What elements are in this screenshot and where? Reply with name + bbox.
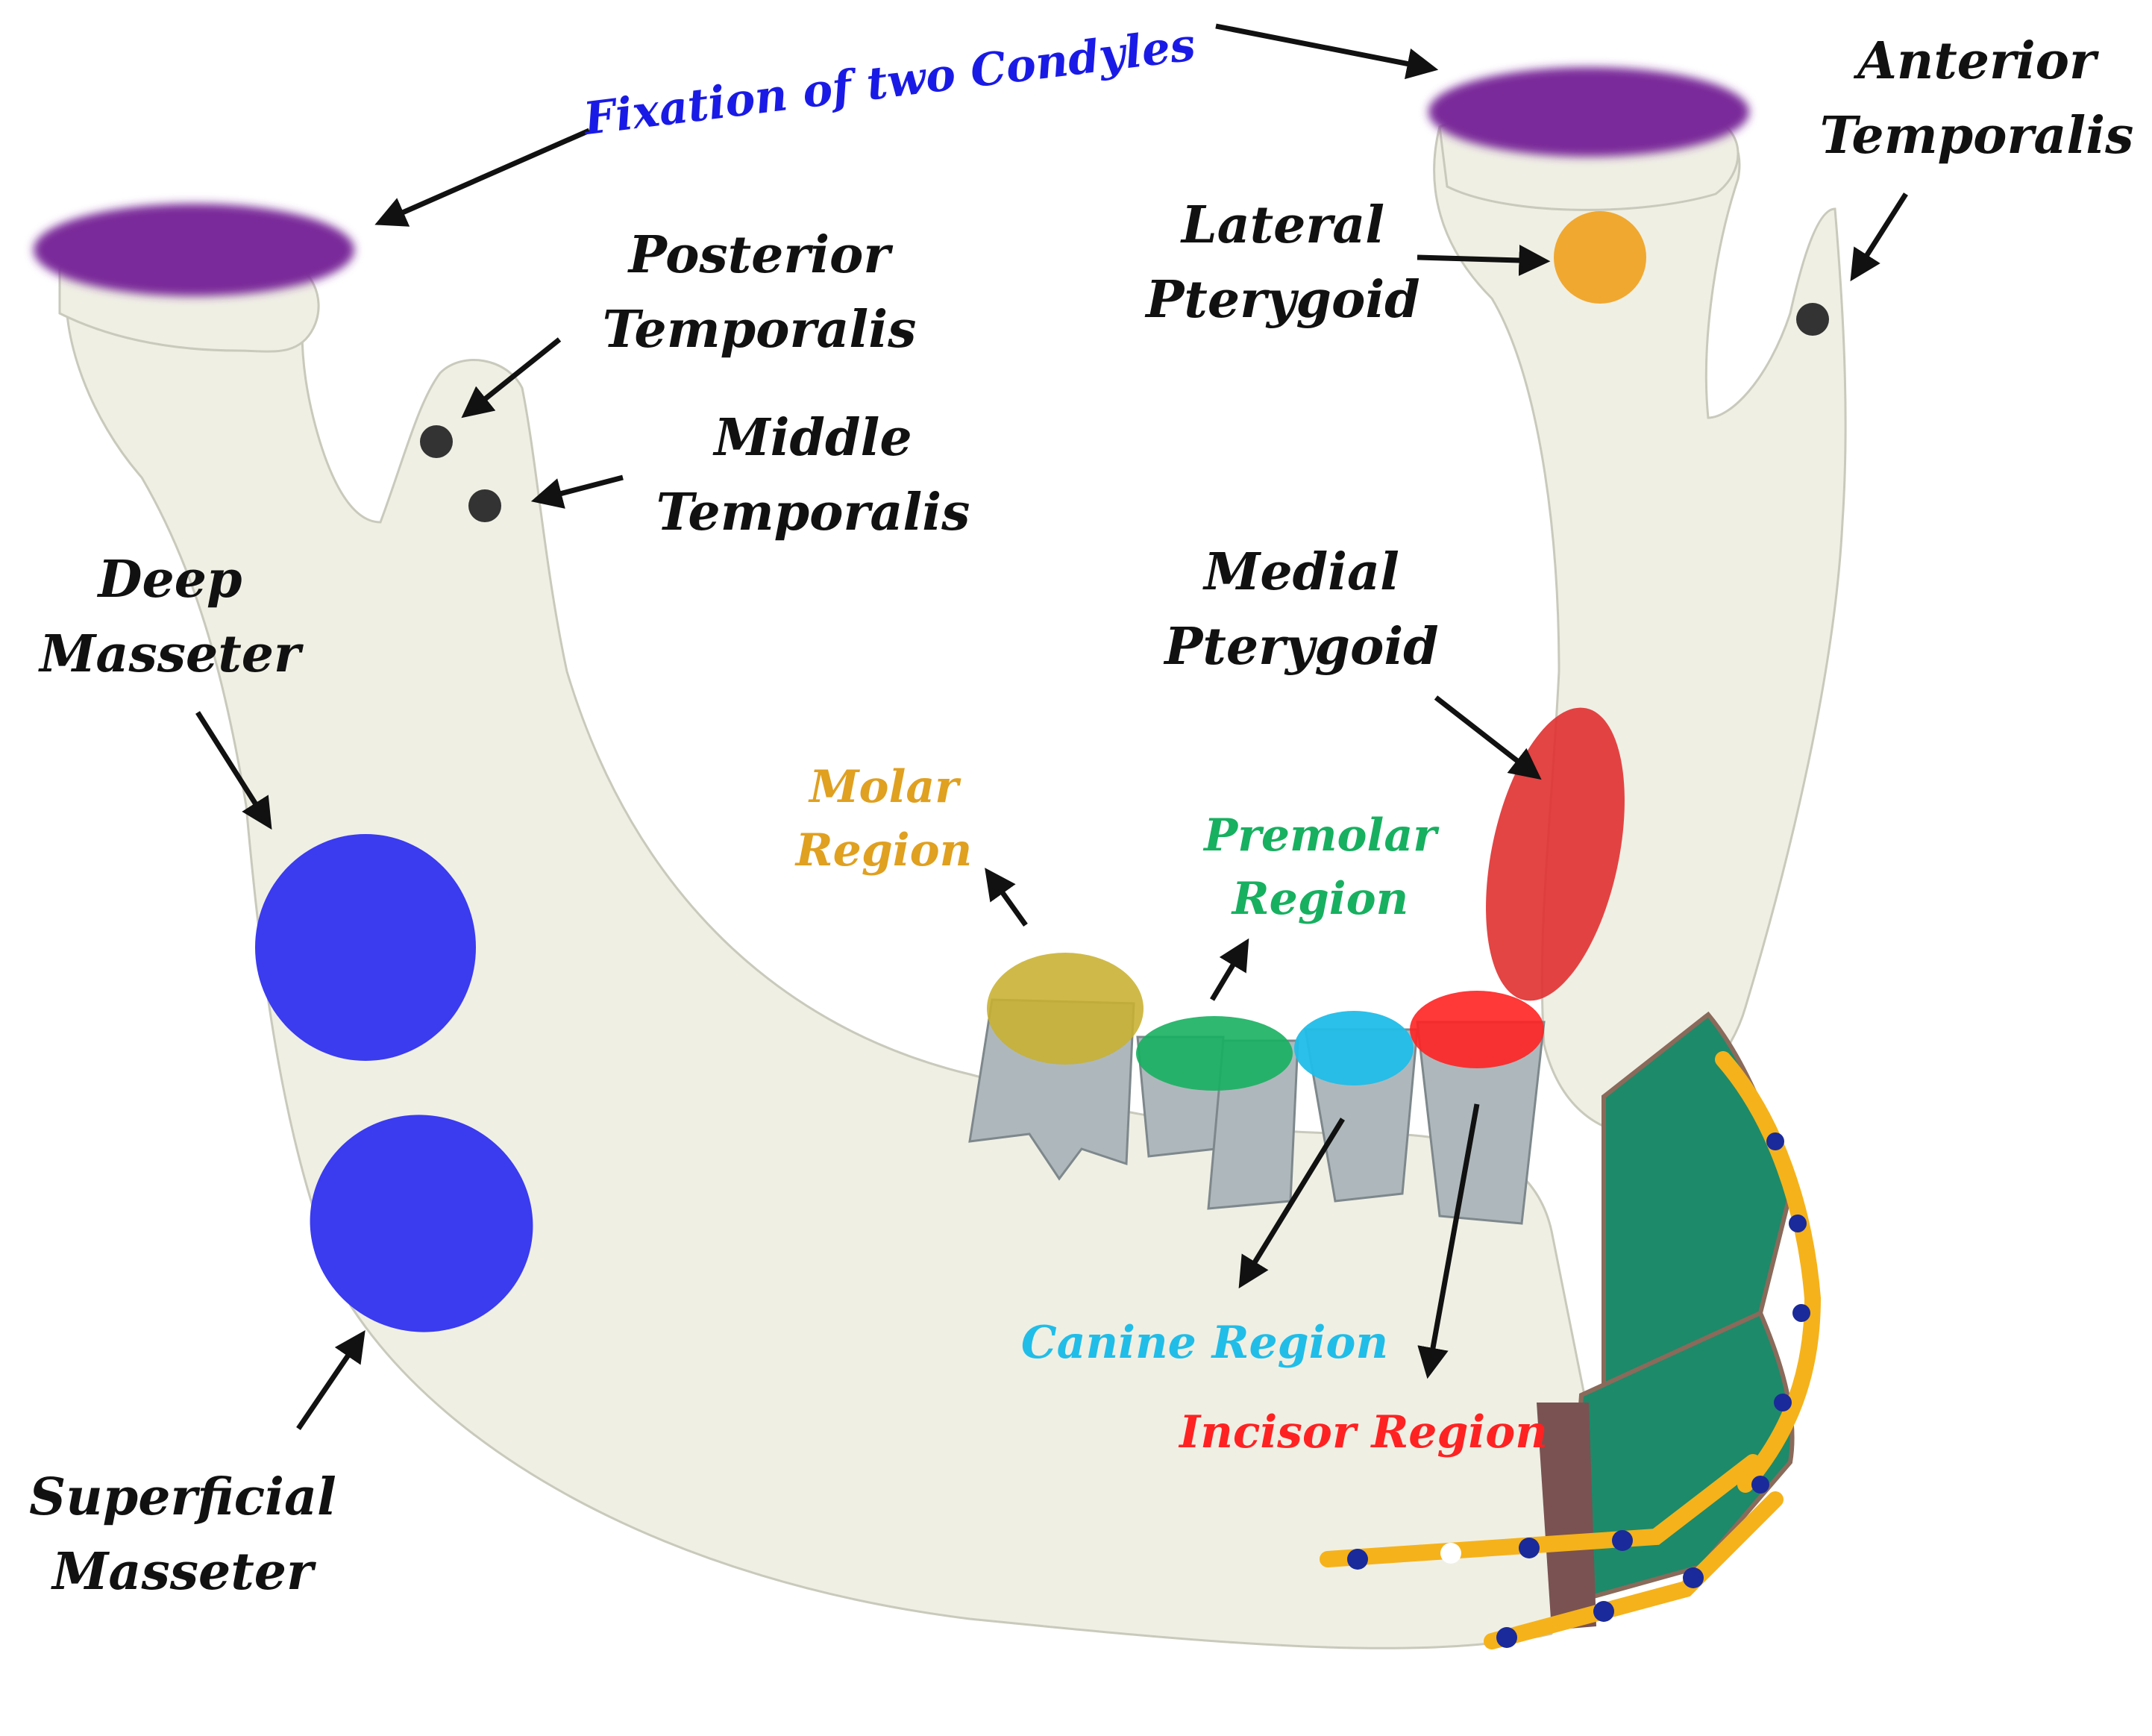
- right-ramus: [1433, 118, 1847, 1135]
- plate-horizontal-upper: [1320, 1454, 1761, 1567]
- canine-region-marker: [1294, 1011, 1414, 1085]
- label-anterior-temporalis-1: Anterior: [1853, 31, 2099, 91]
- plate-vertical: [1715, 1051, 1822, 1493]
- label-superficial-masseter-2: Masseter: [51, 1542, 316, 1602]
- label-superficial-masseter-1: Superficial: [29, 1467, 336, 1527]
- label-medial-pterygoid-1: Medial: [1202, 542, 1399, 602]
- arrow-lateral-pterygoid: [1417, 245, 1551, 277]
- label-fixation: Fixation of two Condyles: [580, 19, 1198, 145]
- label-molar-region-2: Region: [794, 824, 972, 877]
- middle-temporalis-marker: [468, 489, 501, 522]
- arrow-fixation-left: [374, 128, 591, 227]
- label-medial-pterygoid-2: Pterygoid: [1163, 617, 1438, 677]
- label-deep-masseter-2: Masseter: [38, 624, 304, 684]
- posterior-temporalis-marker: [420, 425, 453, 458]
- label-middle-temporalis-2: Temporalis: [656, 483, 970, 542]
- lateral-pterygoid-marker: [1554, 211, 1646, 304]
- arrow-incisor-region: [1417, 1103, 1480, 1379]
- plate-horizontal-lower: [1484, 1491, 1784, 1649]
- label-lateral-pterygoid-1: Lateral: [1180, 195, 1384, 255]
- muscle-markers: [255, 211, 1829, 1332]
- arrow-middle-temporalis: [530, 474, 624, 509]
- arrow-superficial-masseter: [296, 1330, 366, 1430]
- fixation-plates: [1320, 1051, 1822, 1649]
- arrow-premolar-region: [1209, 938, 1249, 1001]
- arrow-fixation-right: [1215, 23, 1439, 80]
- label-molar-region-1: Molar: [808, 761, 962, 813]
- label-premolar-region-1: Premolar: [1202, 809, 1440, 862]
- arrow-anterior-temporalis: [1850, 192, 1908, 282]
- label-deep-masseter-1: Deep: [96, 550, 242, 610]
- label-middle-temporalis-1: Middle: [712, 408, 912, 468]
- label-posterior-temporalis-2: Temporalis: [603, 300, 917, 360]
- label-premolar-region-2: Region: [1231, 873, 1408, 925]
- anterior-temporalis-marker: [1796, 303, 1829, 336]
- left-condyle-fixation: [34, 204, 354, 296]
- arrow-canine-region: [1238, 1118, 1345, 1289]
- arrows: [195, 23, 1908, 1430]
- label-posterior-temporalis-1: Posterior: [627, 225, 894, 285]
- graft-root-face: [1537, 1403, 1596, 1630]
- molar-region-marker: [987, 953, 1144, 1065]
- premolar-region-marker: [1136, 1016, 1293, 1091]
- arrow-posterior-temporalis: [461, 337, 562, 419]
- incisor-region-marker: [1410, 991, 1544, 1068]
- label-canine-region: Canine Region: [1021, 1317, 1388, 1369]
- arrow-medial-pterygoid: [1434, 695, 1542, 780]
- label-lateral-pterygoid-2: Pterygoid: [1144, 270, 1419, 330]
- right-condyle-fixation: [1428, 67, 1749, 157]
- arrow-deep-masseter: [195, 711, 272, 830]
- arrow-molar-region: [985, 868, 1028, 927]
- deep-masseter-marker: [255, 834, 476, 1061]
- label-incisor-region: Incisor Region: [1178, 1406, 1548, 1458]
- plate-screws: [1347, 1132, 1810, 1648]
- superficial-masseter-marker: [310, 1115, 533, 1332]
- label-anterior-temporalis-2: Temporalis: [1820, 106, 2134, 166]
- medial-pterygoid-marker: [1486, 707, 1625, 1001]
